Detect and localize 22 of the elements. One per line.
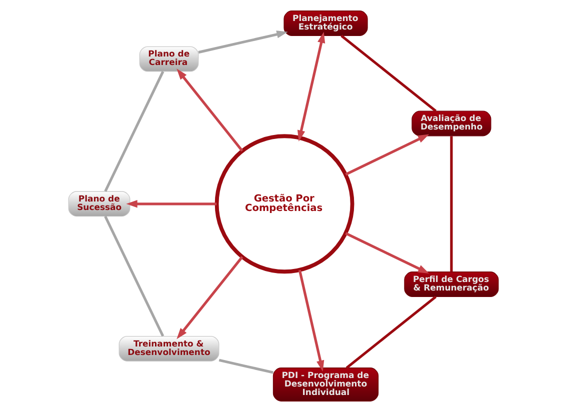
connector [346, 296, 437, 369]
arrow [345, 134, 430, 176]
node-circle: Gestão Por Competências [214, 134, 354, 274]
node-box: Treinamento & Desenvolvimento [118, 336, 220, 362]
connector [104, 216, 164, 337]
arrow [198, 30, 288, 54]
connector [340, 34, 437, 112]
arrow [176, 256, 244, 340]
node-box: Plano de Sucessão [68, 191, 130, 217]
arrow [297, 32, 326, 142]
node-box: Perfil de Cargos & Remuneração [404, 272, 499, 297]
connector [450, 136, 453, 272]
arrow [176, 68, 244, 152]
arrow [126, 200, 217, 208]
node-box: Avaliação de Desempenho [412, 110, 492, 136]
connector [104, 70, 164, 192]
arrow [298, 270, 324, 372]
node-box: PDI - Programa de Desenvolvimento Individual [272, 368, 379, 402]
node-box: Planejamento Estratégico [284, 10, 368, 36]
arrow [345, 232, 430, 274]
node-box: Plano de Carreira [139, 46, 199, 72]
connector [218, 358, 274, 374]
